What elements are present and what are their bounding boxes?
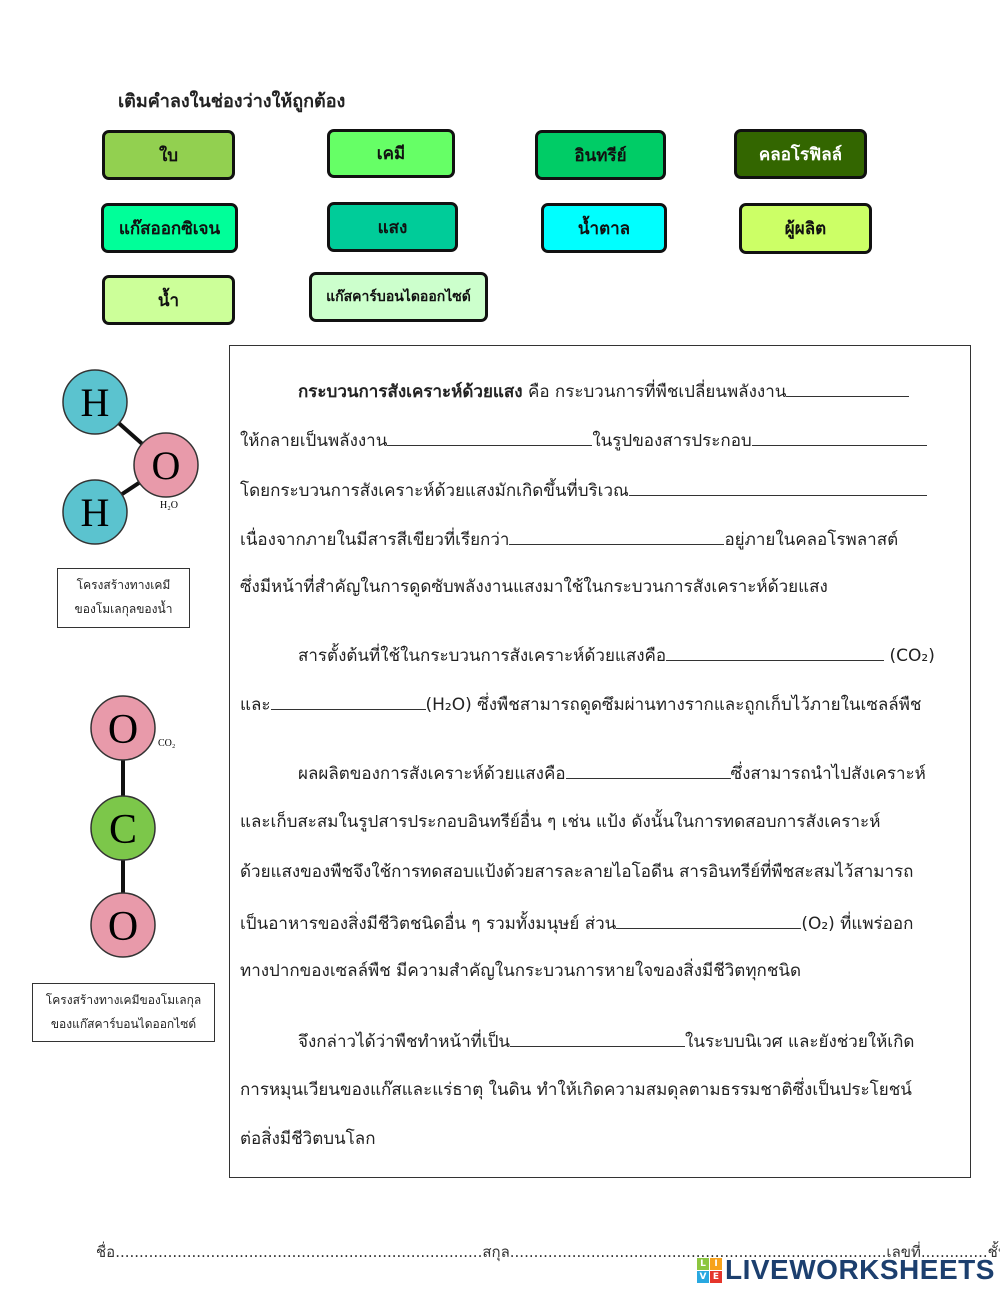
answer-blank-8[interactable] [565,760,731,779]
passage-line: สารตั้งต้นที่ใช้ในกระบวนการสังเคราะห์ด้ว… [298,642,935,668]
word-tile-leaf[interactable]: ใบ [102,130,235,180]
oxygen-atom [90,695,156,761]
hydrogen-atom [62,369,128,435]
passage-line: ผลผลิตของการสังเคราะห์ด้วยแสงคือ ซึ่งสามา… [298,760,926,786]
instruction-heading: เติมคำลงในช่องว่างให้ถูกต้อง [118,91,346,112]
word-tile-producer[interactable]: ผู้ผลิต [739,203,872,254]
atom-label: C [109,807,137,853]
answer-blank-3[interactable] [751,427,927,446]
text: และเก็บสะสมในรูปสารประกอบอินทรีย์อื่น ๆ … [240,812,881,832]
caption-line: ของโมเลกุลของน้ำ [74,602,173,616]
passage-line: ซึ่งมีหน้าที่สำคัญในการดูดซับพลังงานแสงม… [240,575,828,599]
text: ให้กลายเป็นพลังงาน [240,431,388,451]
word-tile-light[interactable]: แสง [327,202,458,252]
text: ทางปากของเซลล์พืช มีความสำคัญในกระบวนการ… [240,961,802,981]
text: คือ กระบวนการที่พืชเปลี่ยนพลังงาน [522,382,787,402]
word-tile-chlorophyll[interactable]: คลอโรฟิลล์ [734,129,867,179]
caption-line: โครงสร้างทางเคมีของโมเลกุล [45,993,202,1007]
passage-line: และ (H₂O) ซึ่งพืชสามารถดูดซึมผ่านทางรากแล… [240,691,921,717]
logo-text: LIVEWORKSHEETS [725,1254,995,1285]
answer-blank-5[interactable] [509,526,725,545]
hydrogen-atom [62,479,128,545]
passage-line: ต่อสิ่งมีชีวิตบนโลก [240,1127,376,1151]
text: เป็นอาหารของสิ่งมีชีวิตชนิดอื่น ๆ รวมทั้… [240,914,617,934]
text: (H₂O) ซึ่งพืชสามารถดูดซึมผ่านทางรากและถู… [425,695,922,715]
water-molecule-diagram: H O H H₂O [62,369,199,545]
passage-line: การหมุนเวียนของแก๊สและแร่ธาตุ ในดิน ทำให… [240,1078,912,1102]
text: เนื่องจากภายในมีสารสีเขียวที่เรียกว่า [240,530,510,550]
caption-line: โครงสร้างทางเคมี [76,578,171,592]
text: สารตั้งต้นที่ใช้ในกระบวนการสังเคราะห์ด้ว… [298,646,667,666]
formula-label: CO₂ [158,738,175,749]
text: (CO₂) [884,646,935,666]
logo-letter: V [697,1270,709,1283]
text: โดยกระบวนการสังเคราะห์ด้วยแสงมักเกิดขึ้น… [240,481,629,501]
oxygen-atom [90,892,156,958]
co2-caption: โครงสร้างทางเคมีของโมเลกุล ของแก๊สคาร์บอ… [32,983,215,1042]
atom-label: O [152,443,181,488]
text: และ [240,695,271,715]
formula-label: H₂O [160,500,178,511]
atom-label: O [108,707,138,753]
student-info-line: ชื่อ....................................… [96,1243,1000,1261]
oxygen-atom [133,432,199,498]
text: อยู่ภายในคลอโรพลาสต์ [724,530,899,550]
atom-label: H [81,490,110,535]
word-tile-chemical[interactable]: เคมี [327,129,455,178]
word-tile-water[interactable]: น้ำ [102,275,235,325]
text: ในระบบนิเวศ และยังช่วยให้เกิด [685,1032,915,1052]
caption-line: ของแก๊สคาร์บอนไดออกไซด์ [50,1017,197,1031]
liveworksheets-logo: L I V E LIVEWORKSHEETS [697,1254,995,1286]
text: จึงกล่าวได้ว่าพืชทำหน้าที่เป็น [298,1032,511,1052]
passage-line: และเก็บสะสมในรูปสารประกอบอินทรีย์อื่น ๆ … [240,810,880,834]
text: (O₂) ที่แพร่ออก [801,914,914,934]
text: ต่อสิ่งมีชีวิตบนโลก [240,1129,376,1149]
logo-letter: I [710,1257,722,1270]
passage-line: เป็นอาหารของสิ่งมีชีวิตชนิดอื่น ๆ รวมทั้… [240,910,913,936]
logo-letter: L [697,1257,709,1270]
answer-blank-4[interactable] [628,477,927,496]
passage-line: ด้วยแสงของพืชจึงใช้การทดสอบแป้งด้วยสารละ… [240,860,913,884]
carbon-atom [90,795,156,861]
atom-label: O [108,904,138,950]
word-tile-organic[interactable]: อินทรีย์ [535,130,666,180]
answer-blank-9[interactable] [616,910,802,929]
water-caption: โครงสร้างทางเคมี ของโมเลกุลของน้ำ [57,568,190,628]
answer-blank-1[interactable] [786,378,910,397]
text: ซึ่งมีหน้าที่สำคัญในการดูดซับพลังงานแสงม… [240,577,828,597]
passage-line: ให้กลายเป็นพลังงาน ในรูปของสารประกอบ [240,427,927,453]
passage-line: เนื่องจากภายในมีสารสีเขียวที่เรียกว่า อยู… [240,526,898,552]
passage-line: กระบวนการสังเคราะห์ด้วยแสง คือ กระบวนการ… [298,378,910,404]
live-logo-icon: L I V E [697,1257,722,1283]
passage-line: โดยกระบวนการสังเคราะห์ด้วยแสงมักเกิดขึ้น… [240,477,927,503]
word-tile-sugar[interactable]: น้ำตาล [541,203,667,253]
atom-label: H [81,380,110,425]
logo-letter: E [710,1270,722,1283]
text: การหมุนเวียนของแก๊สและแร่ธาตุ ในดิน ทำให… [240,1080,912,1100]
text: ซึ่งสามารถนำไปสังเคราะห์ [730,764,926,784]
answer-blank-6[interactable] [666,642,885,661]
passage-line: จึงกล่าวได้ว่าพืชทำหน้าที่เป็น ในระบบนิเว… [298,1028,914,1054]
answer-blank-7[interactable] [270,691,426,710]
passage-box [229,345,971,1178]
answer-blank-10[interactable] [510,1028,686,1047]
passage-line: ทางปากของเซลล์พืช มีความสำคัญในกระบวนการ… [240,959,801,983]
answer-blank-2[interactable] [387,427,593,446]
term-bold: กระบวนการสังเคราะห์ด้วยแสง [298,382,523,402]
text: ผลผลิตของการสังเคราะห์ด้วยแสงคือ [298,764,566,784]
co2-molecule-diagram: O C O CO₂ [90,695,175,958]
text: ในรูปของสารประกอบ [592,431,752,451]
word-tile-carbon-dioxide[interactable]: แก๊สคาร์บอนไดออกไซด์ [309,272,488,322]
text: ด้วยแสงของพืชจึงใช้การทดสอบแป้งด้วยสารละ… [240,862,914,882]
word-tile-oxygen[interactable]: แก๊สออกซิเจน [101,203,238,253]
